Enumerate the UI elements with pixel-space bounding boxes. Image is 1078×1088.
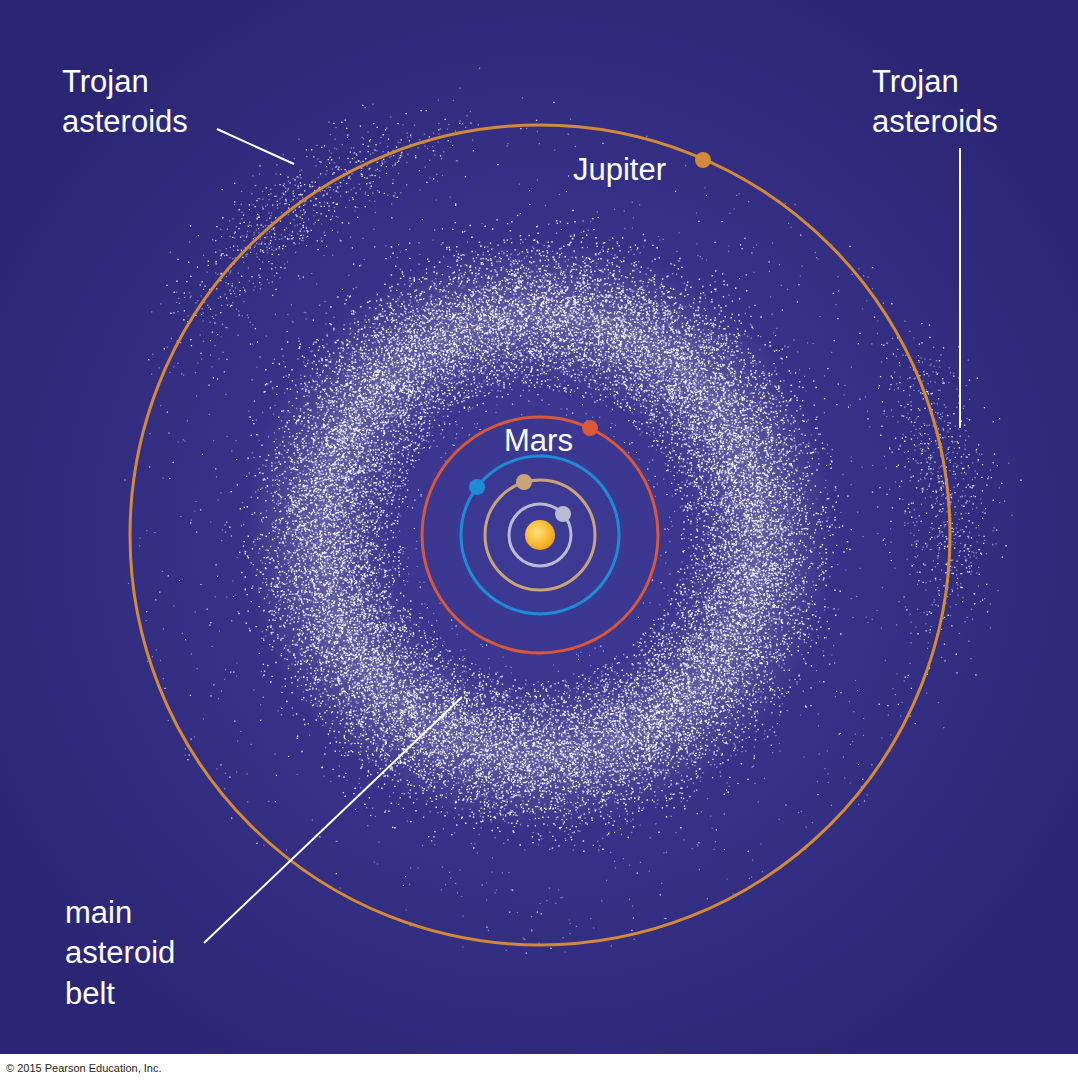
trojan-label: Trojan asteroids [872, 62, 998, 143]
sun [525, 520, 555, 550]
mars-orbit [422, 417, 658, 653]
mercury-planet [555, 506, 571, 522]
venus-planet [516, 474, 532, 490]
jupiter-planet [695, 152, 711, 168]
earth-planet [469, 479, 485, 495]
planet-label: Jupiter [573, 150, 666, 190]
leader-line [959, 148, 961, 428]
venus-orbit [485, 480, 595, 590]
earth-orbit [461, 456, 619, 614]
trojan-label: Trojan asteroids [62, 62, 188, 143]
asteroid-dots-bright [124, 102, 1021, 954]
leader-line [204, 697, 462, 943]
asteroid-dots [124, 68, 1021, 954]
mars-planet [582, 420, 598, 436]
mercury-orbit [509, 504, 571, 566]
space-background [0, 0, 1078, 1054]
leader-line [217, 129, 294, 164]
asteroid-dots-dim [128, 68, 1013, 953]
jupiter-orbit [130, 125, 950, 945]
region-label: main asteroid belt [65, 893, 175, 1014]
planet-label: Mars [504, 421, 573, 461]
copyright-notice: © 2015 Pearson Education, Inc. [6, 1062, 161, 1075]
